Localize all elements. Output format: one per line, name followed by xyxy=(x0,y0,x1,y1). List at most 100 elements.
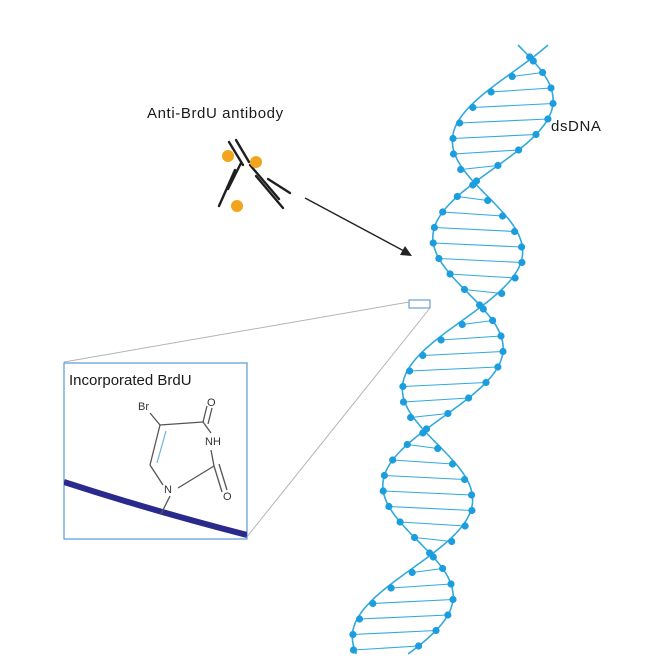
dna-base-pair xyxy=(453,149,519,155)
dna-nucleotide-bead xyxy=(349,646,358,654)
dna-nucleotide-bead xyxy=(482,378,490,387)
dna-nucleotide-bead xyxy=(349,630,357,639)
dna-nucleotide-bead xyxy=(447,580,455,588)
dna-nucleotide-bead xyxy=(396,518,404,526)
dna-nucleotide-bead xyxy=(469,181,477,189)
dna-nucleotide-bead xyxy=(549,99,557,108)
dna-strand-b xyxy=(351,44,549,655)
dna-nucleotide-bead xyxy=(460,285,469,294)
inset-title: Incorporated BrdU xyxy=(69,372,192,389)
dna-base-pair xyxy=(391,583,452,589)
dna-nucleotide-bead xyxy=(407,413,415,422)
dna-nucleotide-bead xyxy=(487,88,495,96)
dna-base-pair xyxy=(414,536,452,543)
dna-strand-a xyxy=(381,44,554,655)
dna-highlight-box xyxy=(408,299,431,309)
dna-nucleotide-bead xyxy=(469,103,477,112)
dna-base-pair xyxy=(410,412,448,419)
dna-nucleotide-bead xyxy=(461,522,469,530)
antigen-bead xyxy=(222,150,234,162)
dna-nucleotide-bead xyxy=(468,491,476,499)
dna-nucleotide-bead xyxy=(449,134,457,143)
dna-nucleotide-bead xyxy=(380,471,388,480)
dna-nucleotide-bead xyxy=(453,192,461,201)
dna-base-pair xyxy=(491,87,552,93)
dna-nucleotide-bead xyxy=(498,289,506,298)
zoom-line-bottom xyxy=(245,307,431,539)
dna-nucleotide-bead xyxy=(448,537,456,546)
dna-nucleotide-bead xyxy=(437,336,445,344)
dna-nucleotide-bead xyxy=(465,394,473,402)
binding-arrow xyxy=(304,197,412,256)
dna-nucleotide-bead xyxy=(403,440,411,449)
dna-base-pair xyxy=(352,629,437,636)
dna-base-pair xyxy=(372,598,454,605)
carbonyl-oxygen-bottom-label: O xyxy=(223,491,232,503)
dna-base-pair xyxy=(392,459,453,465)
dna-nucleotide-bead xyxy=(529,57,537,65)
dna-nucleotide-bead xyxy=(539,68,547,77)
dna-nucleotide-bead xyxy=(449,150,458,158)
dna-nucleotide-bead xyxy=(508,72,516,81)
inset-dna-backbone xyxy=(64,479,247,538)
antigen-bead xyxy=(231,200,243,212)
dna-base-pair xyxy=(409,366,498,372)
dna-nucleotide-bead xyxy=(510,227,519,236)
ring-nitrogen-label: N xyxy=(164,484,172,496)
dna-nucleotide-bead xyxy=(499,347,507,356)
dna-base-pair xyxy=(452,133,537,140)
dna-nucleotide-bead xyxy=(429,553,437,561)
dna-base-pair xyxy=(457,195,488,202)
dna-nucleotide-bead xyxy=(479,305,487,313)
dna-nucleotide-bead xyxy=(518,243,526,251)
dna-nucleotide-bead xyxy=(448,460,457,468)
dna-base-pair xyxy=(512,71,543,78)
dna-nucleotide-bead xyxy=(434,444,442,453)
dna-base-pairs xyxy=(352,56,554,651)
dna-nucleotide-bead xyxy=(468,506,476,515)
dna-base-pair xyxy=(403,397,469,403)
dna-nucleotide-bead xyxy=(518,258,526,267)
dna-base-pair xyxy=(402,381,487,388)
dna-nucleotide-bead xyxy=(547,84,555,92)
dna-base-pair xyxy=(438,257,522,264)
dna-nucleotide-bead xyxy=(439,208,447,216)
zoom-line-top xyxy=(63,301,410,363)
dna-base-pair xyxy=(434,226,515,233)
bromine-atom-label: Br xyxy=(138,401,149,413)
dna-base-pair xyxy=(400,521,466,527)
carbonyl-oxygen-top-label: O xyxy=(207,397,216,409)
dna-base-pair xyxy=(442,211,503,217)
dna-nucleotide-bead xyxy=(457,165,465,174)
dna-nucleotide-bead xyxy=(432,626,440,635)
dna-base-pair xyxy=(359,614,448,620)
dsdna-label: dsDNA xyxy=(551,118,602,135)
dna-nucleotide-bead xyxy=(461,475,469,484)
dna-nucleotide-bead xyxy=(456,119,464,127)
dna-nucleotide-bead xyxy=(544,115,552,123)
dna-base-pair xyxy=(383,490,472,496)
dna-nucleotide-bead xyxy=(458,320,466,329)
dna-nucleotide-bead xyxy=(439,564,447,573)
imide-nitrogen-label: NH xyxy=(205,436,221,448)
dna-nucleotide-bead xyxy=(430,223,438,232)
dna-nucleotide-bead xyxy=(379,487,387,495)
dna-nucleotide-bead xyxy=(511,274,519,282)
y-shaped-antibody-icon xyxy=(217,138,292,212)
dna-base-pair xyxy=(388,505,472,512)
dna-nucleotide-bead xyxy=(446,270,454,278)
dna-base-pair xyxy=(460,164,498,171)
dna-nucleotide-bead xyxy=(435,254,443,263)
dna-nucleotide-bead xyxy=(494,161,502,170)
dna-base-pair xyxy=(462,319,493,326)
dna-nucleotide-bead xyxy=(429,239,437,247)
dna-nucleotide-bead xyxy=(494,363,502,371)
dna-nucleotide-bead xyxy=(399,382,407,391)
dna-nucleotide-bead xyxy=(515,146,523,154)
dna-nucleotide-bead xyxy=(444,409,452,418)
dna-base-pair xyxy=(384,474,465,481)
dna-base-pair xyxy=(353,645,419,651)
dna-nucleotide-bead xyxy=(489,316,497,325)
